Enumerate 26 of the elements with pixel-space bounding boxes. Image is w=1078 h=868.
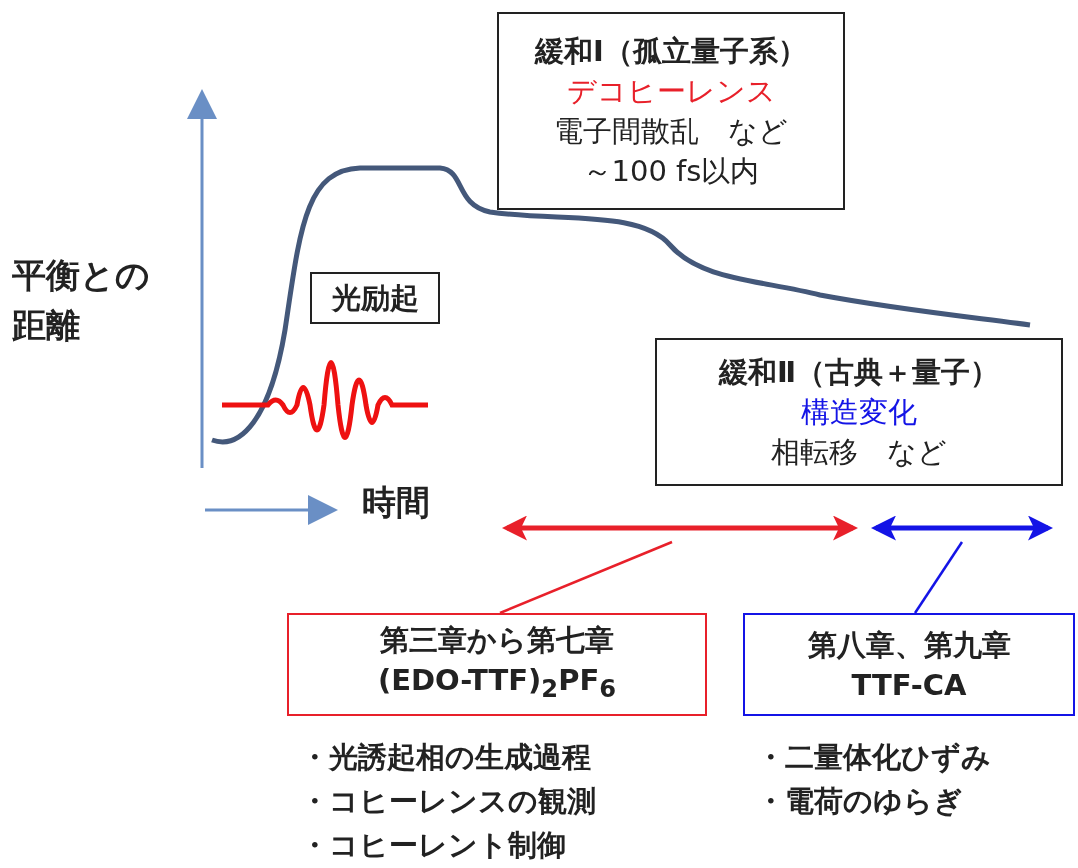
box-text: TTF-CA [851, 666, 967, 704]
box-text: デコヒーレンス [566, 73, 776, 110]
box-title: 第三章から第七章 [380, 622, 614, 660]
box-text: (EDO-TTF)$_{2}$PF$_{6}$ [377, 662, 617, 705]
box-text: 構造変化 [801, 394, 917, 431]
axis-label: 時間 [362, 481, 430, 524]
excitation-box [310, 272, 440, 324]
box-title: 第八章、第九章 [807, 626, 1011, 664]
axis-label: 平衡との距離 [12, 254, 151, 347]
bullet-item: ・光誘起相の生成過程 [300, 739, 591, 776]
box-title: 緩和Ⅰ（孤立量子系） [535, 33, 807, 70]
box-title: 光励起 [331, 280, 419, 317]
bullet-item: ・コヒーレント制御 [300, 827, 566, 864]
leader-line [913, 541, 964, 614]
box-title: 緩和Ⅱ（古典＋量子） [718, 354, 1000, 391]
relaxation-box [497, 12, 845, 210]
chapter-box [743, 613, 1075, 716]
box-text: 相転移 など [771, 434, 947, 471]
relaxation-box [655, 338, 1063, 486]
leader-line [499, 540, 673, 615]
bullet-item: ・コヒーレンスの観測 [300, 783, 596, 820]
bullet-item: ・二量体化ひずみ [756, 739, 991, 776]
box-text: ～100 fs以内 [582, 153, 760, 190]
bullet-item: ・電荷のゆらぎ [756, 783, 963, 820]
box-text: 電子間散乱 など [554, 113, 788, 150]
chapter-box [287, 613, 707, 716]
